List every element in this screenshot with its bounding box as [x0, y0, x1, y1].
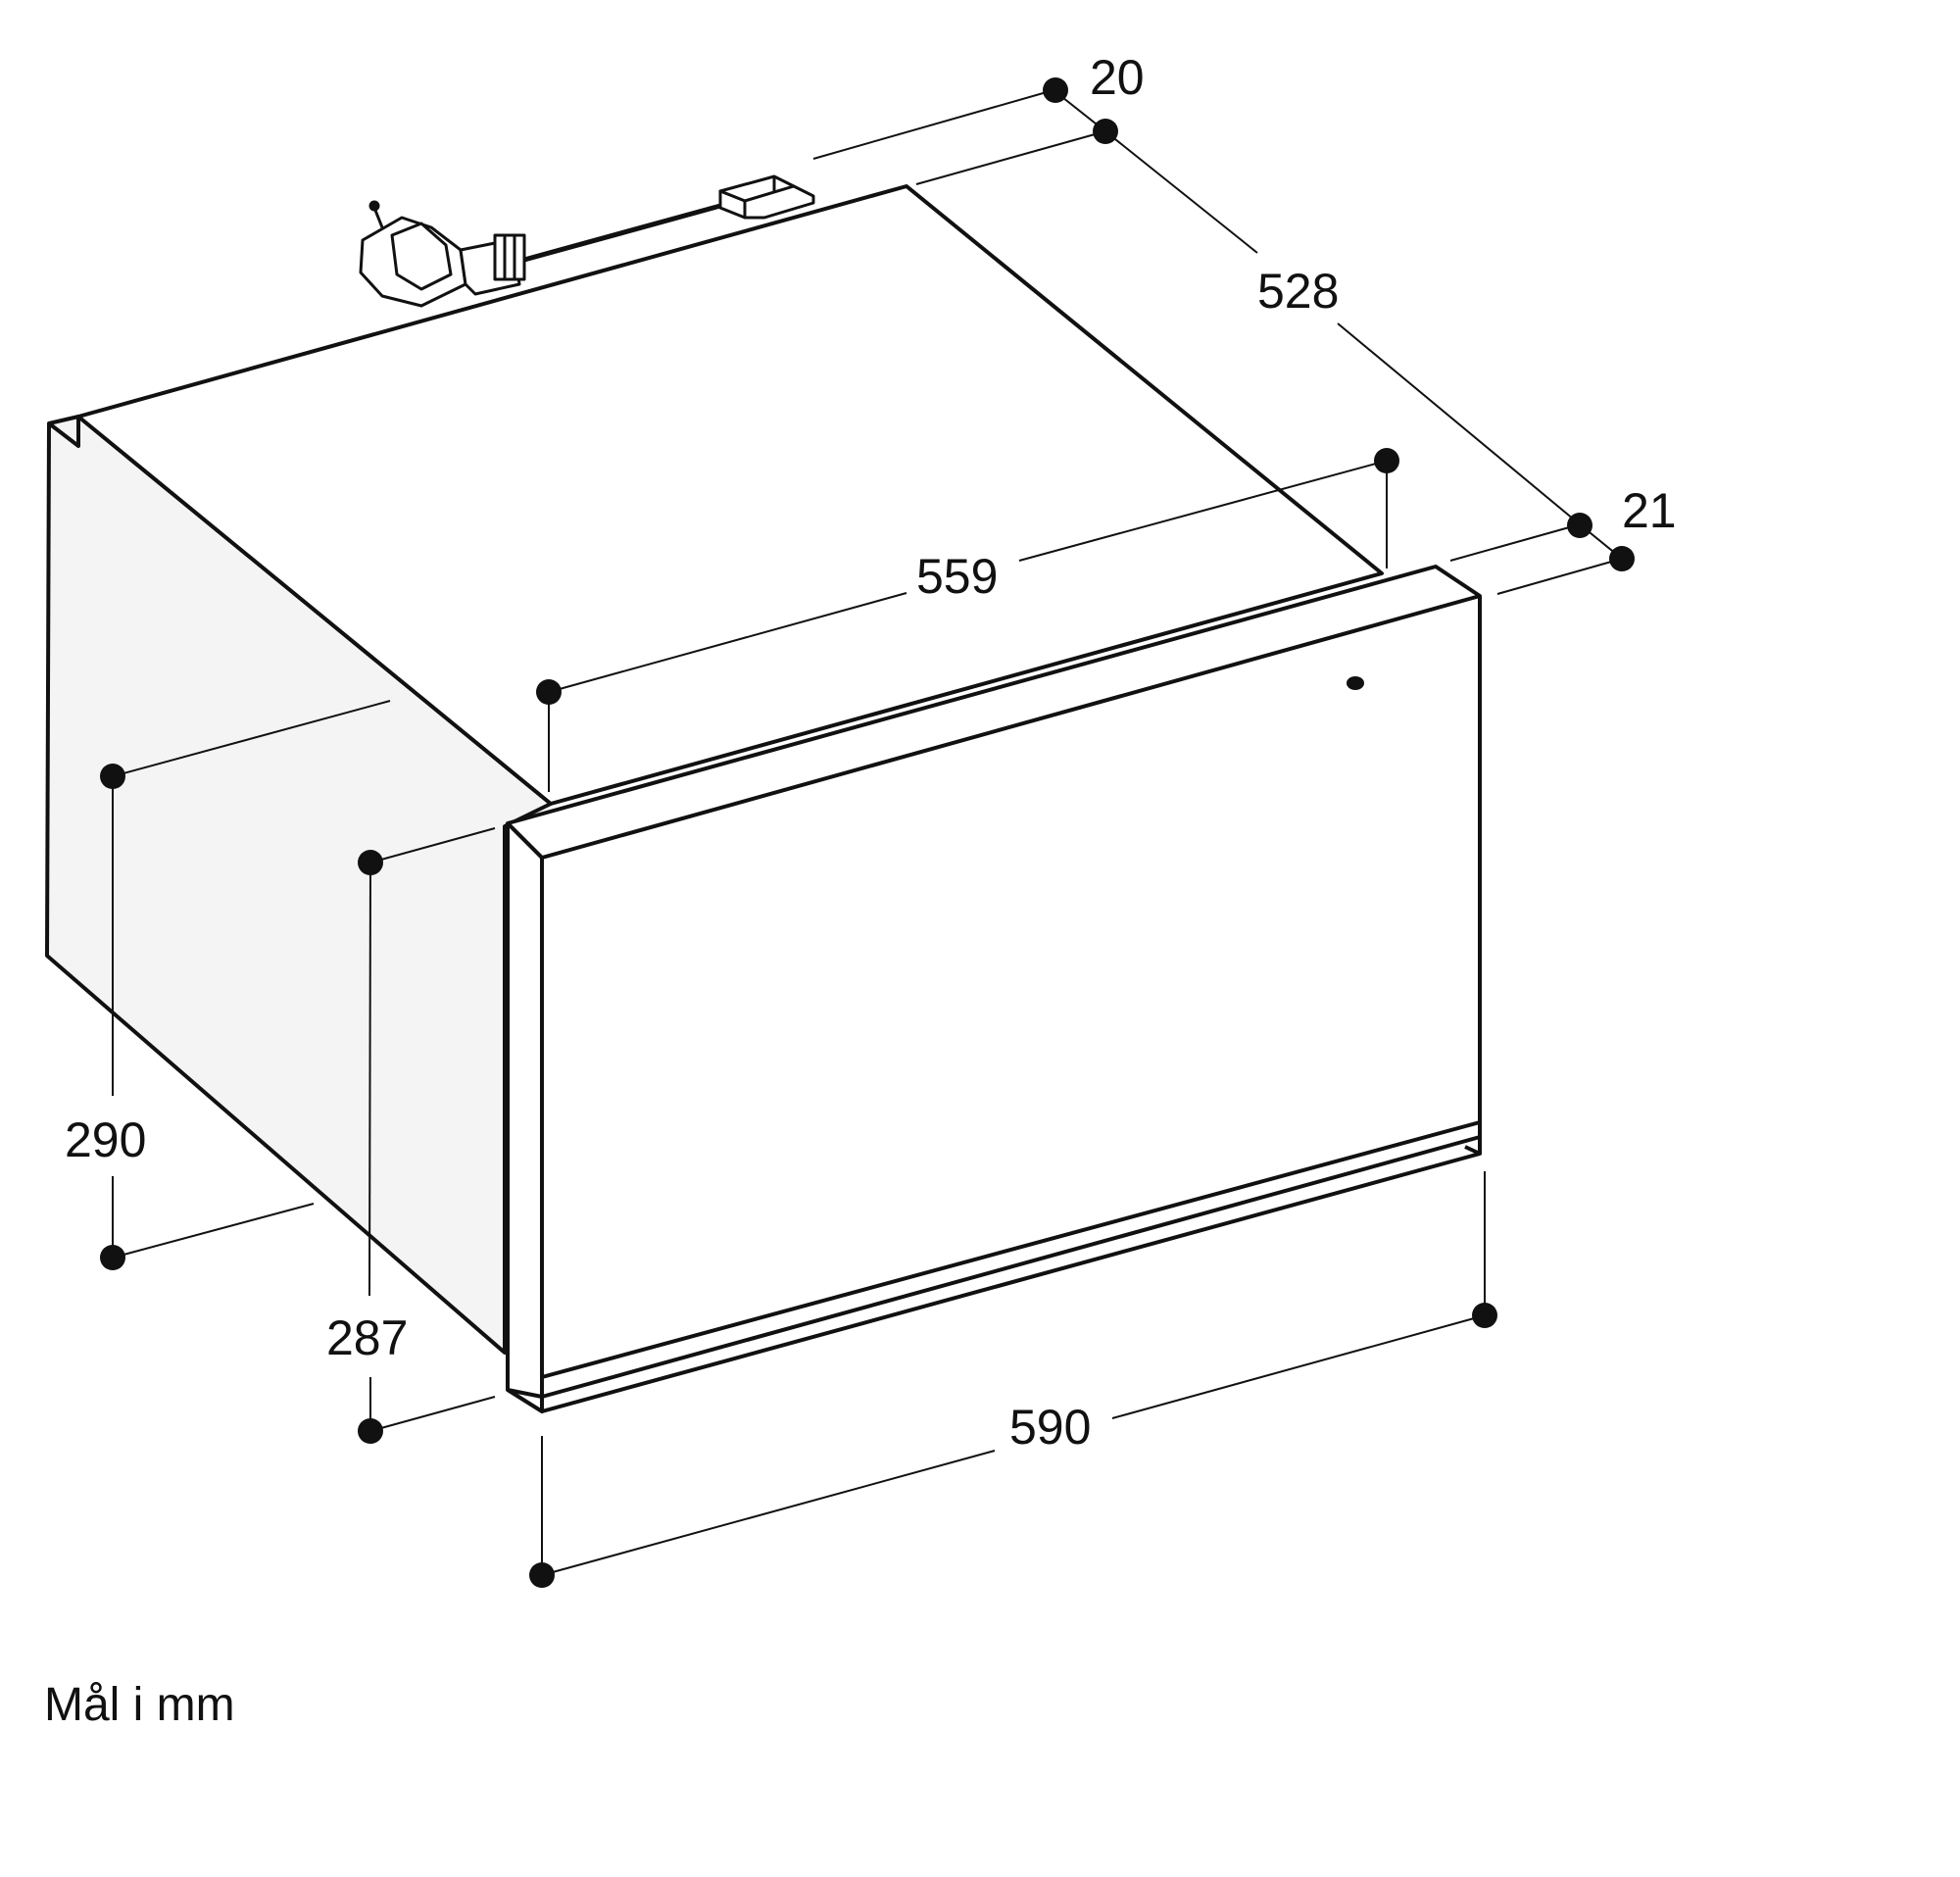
dimension-dots [100, 77, 1635, 1588]
dot-287-top [358, 850, 383, 875]
power-cable [359, 174, 815, 308]
dot-21-b [1609, 546, 1635, 571]
units-note: Mål i mm [44, 1679, 235, 1731]
dot-287-bottom [358, 1418, 383, 1444]
dimension-labels: 20 528 21 559 290 287 590 [65, 50, 1677, 1455]
dot-559-left [536, 679, 562, 705]
dot-590-left [529, 1562, 555, 1588]
dim-label-20: 20 [1090, 50, 1145, 105]
dot-290-top [100, 764, 125, 789]
connector-icon [718, 174, 815, 220]
top-panel [76, 184, 1384, 806]
plug-icon [359, 200, 526, 308]
dim-label-559: 559 [916, 549, 998, 604]
dim-label-528: 528 [1257, 264, 1339, 319]
dim-label-590: 590 [1009, 1400, 1091, 1455]
dot-290-bottom [100, 1245, 125, 1270]
dim-label-21: 21 [1622, 483, 1677, 538]
dim-label-290: 290 [65, 1112, 146, 1167]
dim-label-287: 287 [326, 1310, 408, 1365]
dot-20-a [1043, 77, 1068, 103]
indicator-dot [1347, 676, 1364, 690]
appliance-body [45, 184, 1482, 1413]
dot-20-b [1093, 119, 1118, 144]
dot-559-right [1374, 448, 1399, 473]
dot-590-right [1472, 1303, 1497, 1328]
dot-21-a [1567, 513, 1592, 538]
